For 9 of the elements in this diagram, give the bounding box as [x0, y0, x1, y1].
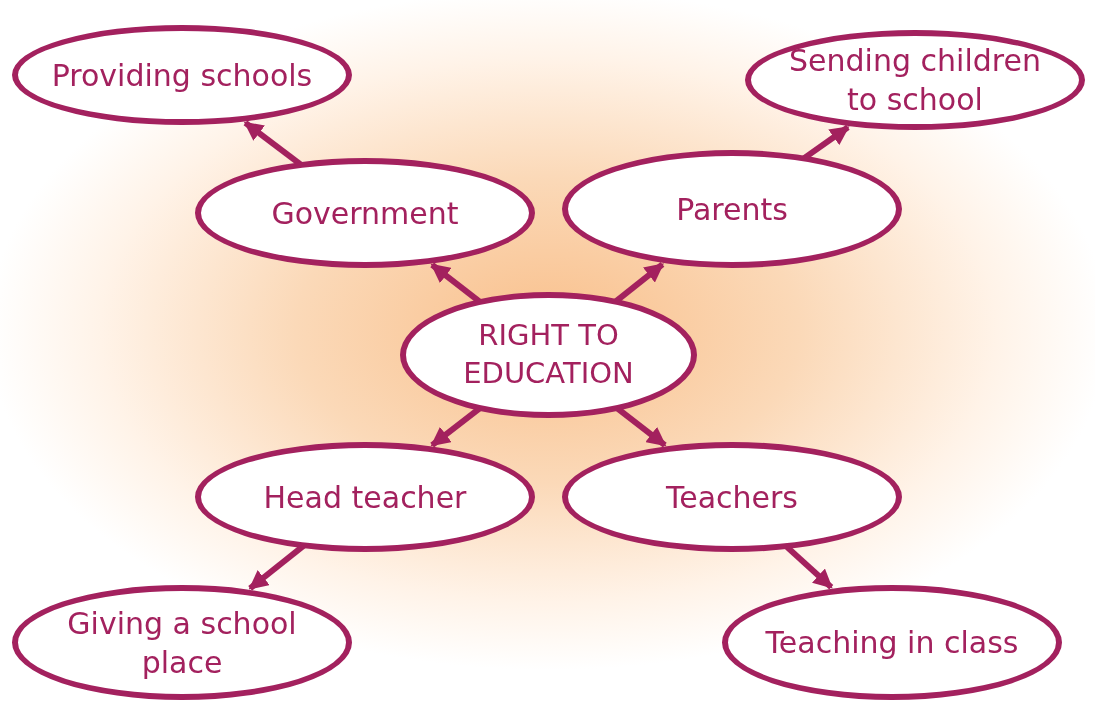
node-label: RIGHT TO EDUCATION: [462, 317, 635, 392]
node-label: Sending children to school: [788, 42, 1042, 119]
node-label: Giving a school place: [66, 604, 298, 682]
node-label: Head teacher: [263, 478, 467, 517]
node-label: Government: [271, 194, 459, 233]
node-label: Teaching in class: [765, 624, 1019, 662]
node-label: Teachers: [666, 478, 798, 517]
node-label: Providing schools: [51, 56, 313, 95]
node-label: Parents: [676, 190, 788, 229]
